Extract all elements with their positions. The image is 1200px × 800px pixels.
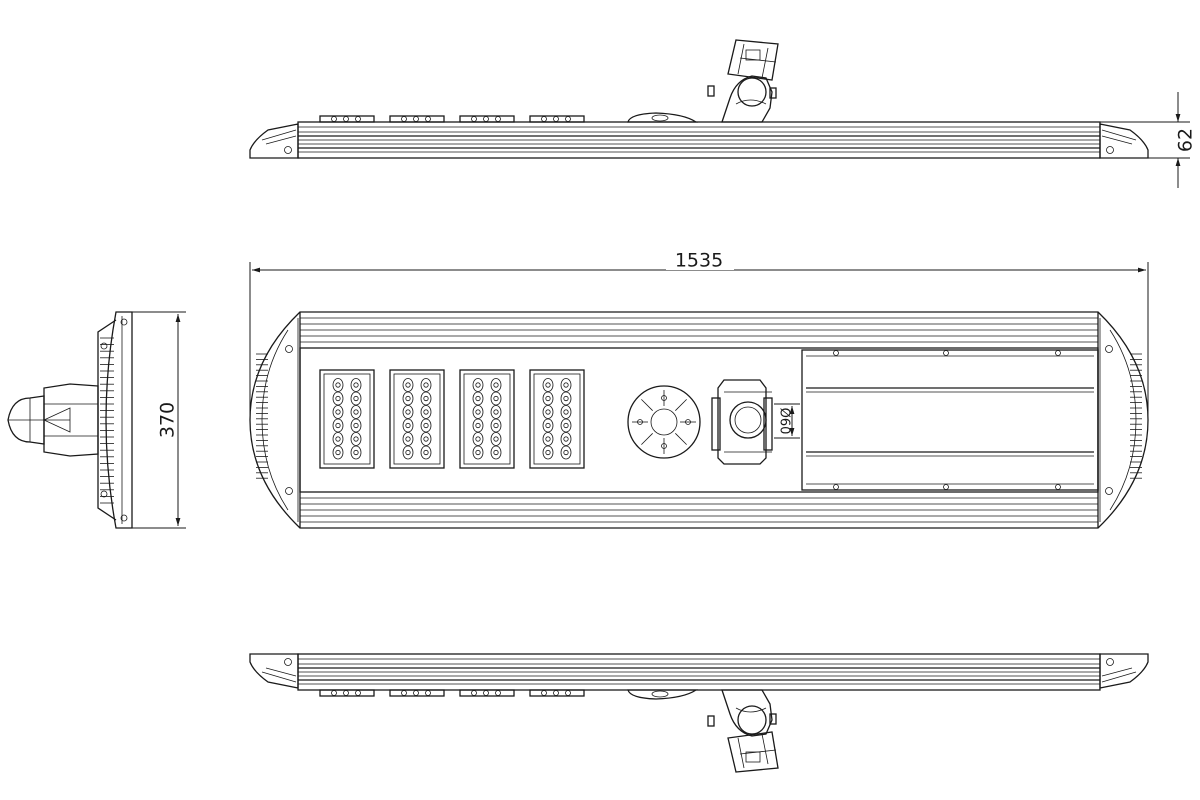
- light-sensor: [627, 385, 701, 459]
- plan-view: Ø60: [249, 311, 1149, 529]
- side-view-top: 62: [249, 39, 1197, 188]
- end-cap-left: [249, 653, 299, 689]
- led-module-profiles: [319, 689, 585, 697]
- height-label: 62: [1175, 128, 1197, 152]
- end-cap-right: [1099, 123, 1149, 159]
- side-view-bottom: [249, 653, 1149, 773]
- body-ribs: [298, 126, 1100, 153]
- dimension-length: 1535: [249, 248, 1149, 420]
- pole-bracket-top: [707, 39, 779, 123]
- width-label: 370: [157, 402, 179, 438]
- pole-bracket-plan: Ø60: [711, 379, 800, 465]
- housing-fins: [300, 317, 1098, 523]
- body-ribs: [298, 658, 1100, 685]
- end-view-ribs: [100, 337, 114, 504]
- pole-diameter-label: Ø60: [777, 408, 792, 435]
- led-module-profiles: [319, 115, 585, 123]
- pole-bracket-bottom: [707, 689, 779, 773]
- led-modules: [319, 369, 585, 469]
- dimension-height: 62: [1100, 92, 1197, 188]
- end-cap-left: [249, 123, 299, 159]
- length-label: 1535: [675, 250, 723, 272]
- battery-compartment: [801, 349, 1099, 491]
- housing-outline: [249, 311, 1149, 529]
- sensor-dome: [627, 112, 699, 123]
- end-cap-right: [1099, 653, 1149, 689]
- end-view: 370: [7, 311, 186, 529]
- sensor-dome: [627, 689, 699, 700]
